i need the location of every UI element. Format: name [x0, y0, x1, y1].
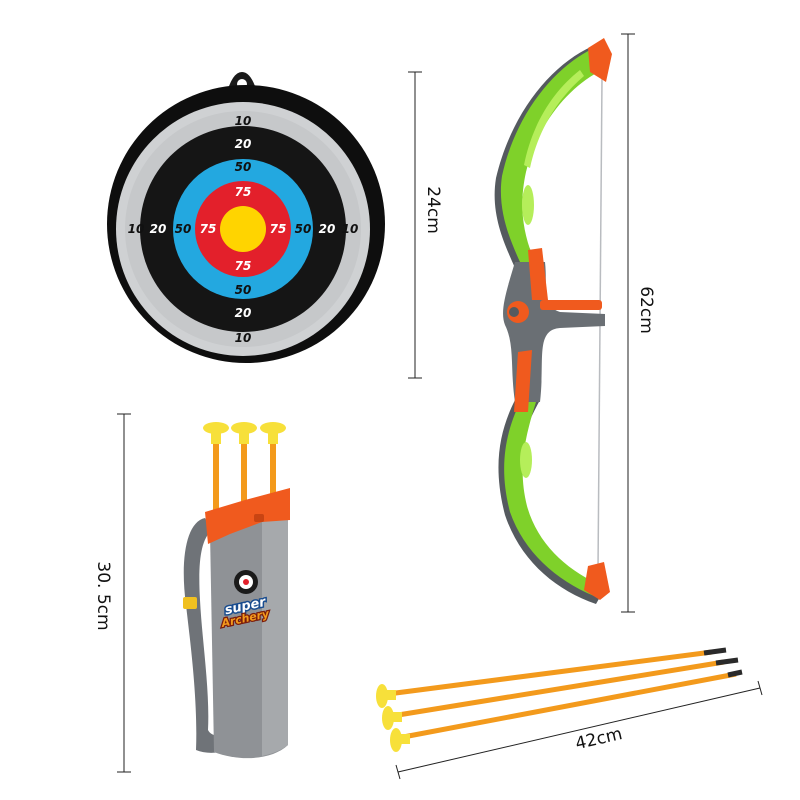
- arrow-cup-1: [384, 690, 396, 700]
- quiver-strap-buckle: [183, 597, 197, 609]
- arrow-nock-2: [715, 657, 739, 666]
- target-label-75-top: 75: [235, 185, 252, 199]
- quiver-strap: [183, 518, 240, 753]
- quiver-arrow-tip-1: [203, 422, 229, 434]
- quiver-arrow-tip-2: [231, 422, 257, 434]
- quiver-arrow-cup-3: [268, 430, 278, 444]
- arrow-nock-3: [727, 669, 743, 678]
- arrow-cup-3: [398, 734, 410, 744]
- target-label-50-right: 50: [295, 222, 312, 236]
- bow-upper-tip: [588, 38, 612, 82]
- target-label-10-left: 10: [128, 222, 145, 236]
- target-label-10-bottom: 10: [235, 331, 252, 345]
- quiver-dimension-label: 30. 5cm: [93, 561, 113, 630]
- bow-upper-limb: [500, 48, 602, 262]
- arrow-shaft-1: [387, 649, 713, 697]
- bow-dimension: 62cm: [621, 33, 656, 613]
- bow-upper-limb-highlight: [524, 70, 584, 168]
- bow-lower-limb: [504, 402, 598, 596]
- target-label-20-left: 20: [150, 222, 167, 236]
- target-label-10-top: 10: [235, 114, 252, 128]
- quiver-arrow-shaft-1: [213, 438, 219, 518]
- bow-lower-tip: [584, 562, 610, 600]
- target-label-75-right: 75: [270, 222, 287, 236]
- arrow-dimension-label: 42cm: [573, 724, 624, 754]
- quiver-body-shade: [262, 515, 288, 756]
- arrows: [376, 647, 743, 752]
- quiver-arrow-shaft-3: [270, 438, 276, 518]
- arrow-shaft-2: [391, 659, 725, 719]
- quiver: super Archery: [183, 422, 290, 759]
- bow-riser-accent-upper: [528, 248, 548, 300]
- bow: [494, 38, 612, 604]
- target-label-50-left: 50: [175, 222, 192, 236]
- quiver-arrow-tip-3: [260, 422, 286, 434]
- quiver-logo-target-center: [243, 579, 249, 585]
- quiver-arrow-shaft-2: [241, 438, 247, 518]
- quiver-arrow-cup-2: [239, 430, 249, 444]
- target-label-50-top: 50: [235, 160, 252, 174]
- target-dimension: 24cm: [408, 71, 443, 379]
- target-dimension-label: 24cm: [423, 186, 443, 234]
- arrow-nock-1: [703, 647, 727, 656]
- arrow-shaft-3: [397, 671, 737, 741]
- quiver-arrow-cup-1: [211, 430, 221, 444]
- bow-limb-insert-lower: [520, 442, 532, 478]
- quiver-collar-slot: [254, 514, 264, 522]
- arrow-cup-2: [390, 712, 402, 722]
- target-label-20-top: 20: [235, 137, 252, 151]
- quiver-collar: [205, 488, 290, 544]
- target-label-10-right: 10: [342, 222, 359, 236]
- target-label-75-left: 75: [200, 222, 217, 236]
- quiver-dimension: 30. 5cm: [93, 413, 131, 773]
- target-label-75-bottom: 75: [235, 259, 252, 273]
- bow-limb-insert-upper: [522, 185, 534, 225]
- bow-sight-knob-center: [509, 307, 519, 317]
- bow-arrow-rest: [540, 300, 602, 310]
- target-bullseye: [220, 206, 266, 252]
- bow-lower-limb-edge: [498, 400, 604, 604]
- target-label-20-right: 20: [319, 222, 336, 236]
- archery-target: 10 10 10 10 20 20 20 20 50 50 50 50 75 7…: [107, 72, 385, 363]
- target-label-20-bottom: 20: [235, 306, 252, 320]
- bow-riser-accent-lower: [514, 350, 532, 412]
- target-label-50-bottom: 50: [235, 283, 252, 297]
- bow-dimension-label: 62cm: [636, 286, 656, 334]
